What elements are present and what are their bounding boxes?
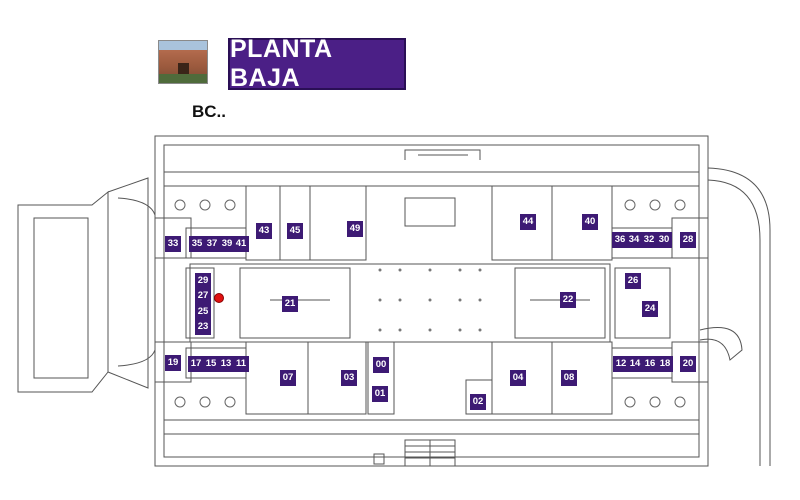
room-label[interactable]: 17 [188,356,204,372]
room-label[interactable]: 26 [625,273,641,289]
room-label[interactable]: 21 [282,296,298,312]
room-label[interactable]: 39 [219,236,235,252]
room-label[interactable]: 14 [627,356,643,372]
room-label[interactable]: 20 [680,356,696,372]
room-label[interactable]: 33 [165,236,181,252]
room-label[interactable]: 15 [203,356,219,372]
room-label[interactable]: 07 [280,370,296,386]
room-label[interactable]: 01 [372,386,388,402]
room-label[interactable]: 34 [626,232,642,248]
room-label[interactable]: 24 [642,301,658,317]
room-label[interactable]: 00 [373,357,389,373]
building-photo [158,40,208,84]
room-label[interactable]: 28 [680,232,696,248]
room-label[interactable]: 37 [204,236,220,252]
room-label[interactable]: 27 [195,288,211,304]
room-label[interactable]: 30 [656,232,672,248]
room-label[interactable]: 25 [195,304,211,320]
room-label[interactable]: 45 [287,223,303,239]
room-label[interactable]: 22 [560,292,576,308]
room-label[interactable]: 16 [642,356,658,372]
room-label[interactable]: 49 [347,221,363,237]
room-label[interactable]: 40 [582,214,598,230]
room-label[interactable]: 19 [165,355,181,371]
room-label[interactable]: 41 [233,236,249,252]
room-label[interactable]: 23 [195,319,211,335]
room-label[interactable]: 35 [189,236,205,252]
floor-title: PLANTA BAJA [228,35,406,92]
room-label[interactable]: 18 [657,356,673,372]
room-label[interactable]: 43 [256,223,272,239]
room-label[interactable]: 12 [613,356,629,372]
room-label[interactable]: 03 [341,370,357,386]
room-label[interactable]: 02 [470,394,486,410]
room-label[interactable]: 13 [218,356,234,372]
room-label[interactable]: 11 [233,356,249,372]
location-dot-icon [214,293,224,303]
room-label[interactable]: 36 [612,232,628,248]
room-label[interactable]: 04 [510,370,526,386]
room-label[interactable]: 44 [520,214,536,230]
building-label: BC.. [192,102,226,121]
room-label[interactable]: 32 [641,232,657,248]
room-label[interactable]: 29 [195,273,211,289]
room-label[interactable]: 08 [561,370,577,386]
